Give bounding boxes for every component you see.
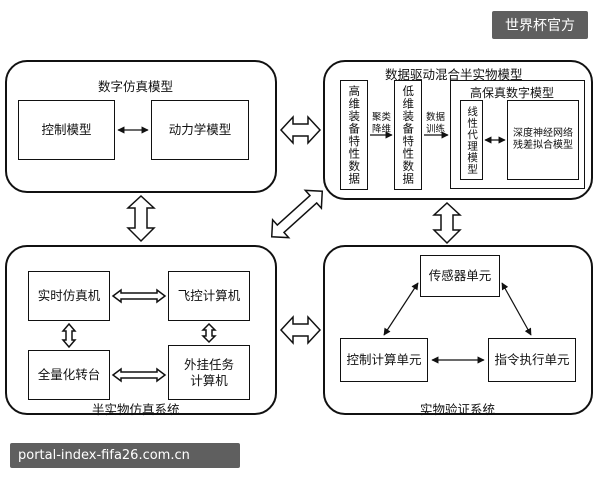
dnn-residual-model-box: 深度神经网络残差拟合模型 bbox=[507, 100, 579, 180]
arrow-fc-mission bbox=[201, 322, 217, 344]
big-arrow-semi-hybrid bbox=[270, 189, 324, 239]
mission-computer-box: 外挂任务 计算机 bbox=[168, 345, 250, 400]
high-dim-data-label: 高维装备特性数据 bbox=[347, 85, 362, 185]
line-sensor-ctrl bbox=[383, 282, 419, 336]
sensor-unit-label: 传感器单元 bbox=[428, 268, 492, 284]
flight-control-computer-label: 飞控计算机 bbox=[177, 288, 241, 304]
control-compute-unit-box: 控制计算单元 bbox=[340, 338, 428, 382]
big-arrow-hybrid-physical bbox=[432, 201, 462, 245]
physical-verification-title: 实物验证系统 bbox=[420, 402, 496, 417]
line-sensor-exec bbox=[501, 282, 532, 336]
linear-proxy-model-box: 线性代理模型 bbox=[460, 100, 483, 180]
mission-computer-label-line1: 外挂任务 bbox=[183, 356, 234, 372]
mission-computer-label-line2: 计算机 bbox=[190, 372, 228, 388]
hybrid-model-title: 数据驱动混合半实物模型 bbox=[385, 67, 523, 82]
control-model-box: 控制模型 bbox=[18, 100, 115, 160]
hifi-digital-model-title: 高保真数字模型 bbox=[470, 86, 555, 100]
low-dim-data-box: 低维装备特性数据 bbox=[394, 80, 422, 190]
arrow-sim-fc bbox=[111, 288, 167, 304]
sensor-unit-box: 传感器单元 bbox=[420, 255, 500, 297]
realtime-simulator-box: 实时仿真机 bbox=[28, 271, 110, 321]
data-training-label: 数据训练 bbox=[425, 112, 445, 135]
command-exec-unit-label: 指令执行单元 bbox=[494, 352, 570, 368]
turntable-box: 全量化转台 bbox=[28, 350, 110, 400]
big-arrow-digital-hybrid bbox=[279, 115, 322, 145]
control-model-label: 控制模型 bbox=[41, 122, 92, 138]
low-dim-data-label: 低维装备特性数据 bbox=[401, 85, 416, 185]
dnn-residual-model-label: 深度神经网络残差拟合模型 bbox=[513, 127, 573, 152]
linear-proxy-model-label: 线性代理模型 bbox=[466, 105, 479, 175]
dynamics-model-label: 动力学模型 bbox=[168, 122, 232, 138]
realtime-simulator-label: 实时仿真机 bbox=[37, 288, 101, 304]
big-arrow-semi-physical bbox=[279, 315, 322, 345]
dynamics-model-box: 动力学模型 bbox=[151, 100, 249, 160]
watermark-badge: 世界杯官方 bbox=[492, 11, 588, 39]
watermark-text: 世界杯官方 bbox=[505, 18, 575, 34]
high-dim-data-box: 高维装备特性数据 bbox=[340, 80, 368, 190]
digital-sim-title: 数字仿真模型 bbox=[98, 79, 174, 94]
command-exec-unit-box: 指令执行单元 bbox=[488, 338, 576, 382]
cluster-reduce-label: 聚类降维 bbox=[371, 112, 391, 135]
big-arrow-digital-semi bbox=[126, 194, 156, 243]
flight-control-computer-box: 飞控计算机 bbox=[168, 271, 250, 321]
semi-physical-title: 半实物仿真系统 bbox=[92, 402, 180, 417]
url-banner[interactable]: portal-index-fifa26.com.cn bbox=[10, 443, 240, 468]
arrow-turntable-mission bbox=[111, 367, 167, 383]
control-compute-unit-label: 控制计算单元 bbox=[346, 352, 422, 368]
turntable-label: 全量化转台 bbox=[37, 367, 101, 383]
url-text: portal-index-fifa26.com.cn bbox=[18, 448, 190, 463]
arrow-sim-turntable bbox=[61, 322, 77, 349]
